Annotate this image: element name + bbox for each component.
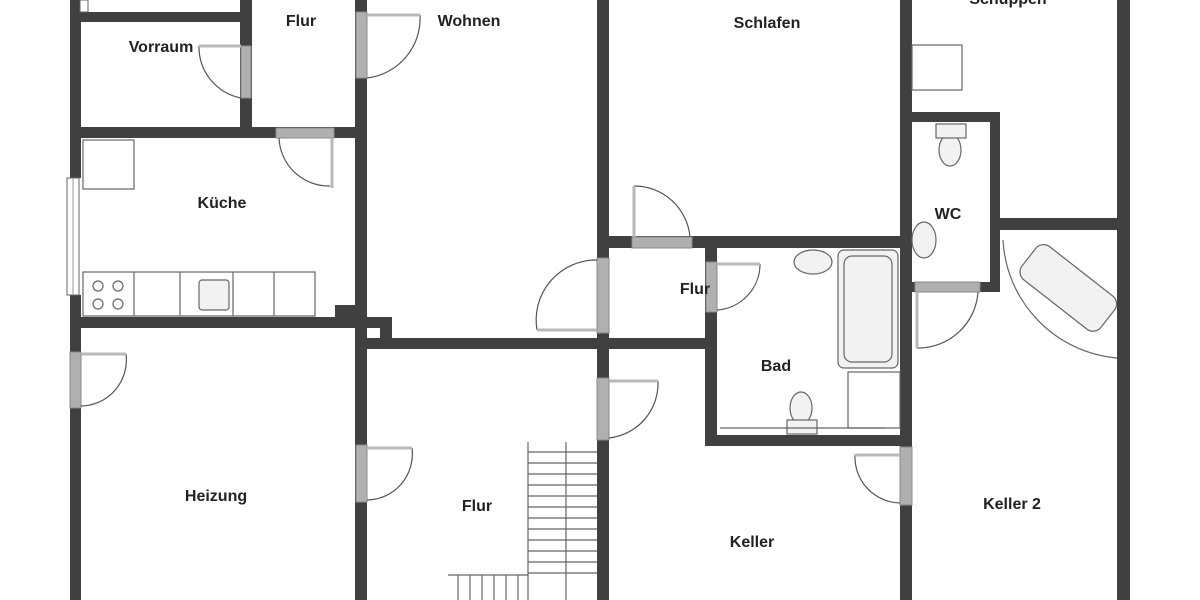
door-heizung: [69, 351, 82, 409]
wall-vorraum-top: [70, 12, 252, 22]
wall-jog: [335, 305, 355, 328]
door-wohnen-flur: [596, 257, 610, 334]
wc-toilet-icon: [938, 133, 962, 167]
room-label-flur-middle: Flur: [680, 281, 710, 298]
wall-wohnen-bottom: [360, 338, 717, 349]
door-schlafen: [631, 236, 693, 249]
wall-jog: [380, 317, 392, 341]
wall-left-outer: [70, 0, 81, 178]
wall-kueche-top: [70, 127, 362, 138]
fixtures: [82, 44, 1118, 435]
room-label-keller: Keller: [730, 534, 774, 551]
stove-icon: [92, 280, 124, 310]
door-keller: [596, 377, 610, 441]
kitchen-sink-icon: [198, 279, 230, 311]
shower-area: [847, 371, 901, 429]
toilet-icon: [789, 391, 813, 425]
schuppen-cabinet: [911, 44, 963, 91]
room-label-schuppen: Schuppen: [969, 0, 1046, 8]
room-label-keller-2: Keller 2: [983, 496, 1041, 513]
windows: [66, 0, 89, 296]
wall-schuppen-left: [900, 0, 912, 600]
wc-washbasin-icon: [911, 221, 937, 259]
corner-bathtub-swing: [1002, 239, 1118, 359]
room-labels: Flur Vorraum Wohnen Schlafen Schuppen Kü…: [129, 0, 1047, 551]
kitchen-cabinet: [82, 139, 135, 190]
room-label-bad: Bad: [761, 358, 791, 375]
room-label-wohnen: Wohnen: [438, 13, 501, 30]
room-label-wc: WC: [935, 206, 962, 223]
wall-wc-right: [990, 112, 1000, 292]
room-label-vorraum: Vorraum: [129, 39, 194, 56]
kitchen-counter: [82, 271, 316, 317]
wall-wc-top: [905, 112, 1000, 122]
room-label-flur-lower: Flur: [462, 498, 492, 515]
wall-wohnen-left: [355, 0, 367, 600]
staircase: [448, 442, 597, 600]
door-flur-lower: [355, 444, 368, 503]
washbasin-icon: [793, 249, 833, 275]
door-keller-bad: [899, 446, 913, 506]
wall-schuppen-bottom: [1000, 218, 1120, 230]
room-label-flur-top: Flur: [286, 13, 316, 30]
doors: [69, 11, 981, 506]
door-wohnen: [355, 11, 368, 79]
door-bad: [705, 261, 718, 313]
wall-left-outer: [70, 295, 81, 600]
corner-bathtub-icon: [1019, 244, 1118, 332]
room-label-schlafen: Schlafen: [734, 15, 801, 32]
room-label-kueche: Küche: [198, 195, 247, 212]
door-wc: [914, 281, 981, 293]
window-top-left: [79, 0, 89, 13]
wall-kueche-bottom: [70, 317, 392, 328]
wall-right-outer: [1117, 0, 1130, 600]
door-kueche: [275, 127, 335, 139]
room-label-heizung: Heizung: [185, 488, 247, 505]
door-vorraum: [240, 45, 252, 99]
wall-bad-bottom: [705, 435, 912, 446]
